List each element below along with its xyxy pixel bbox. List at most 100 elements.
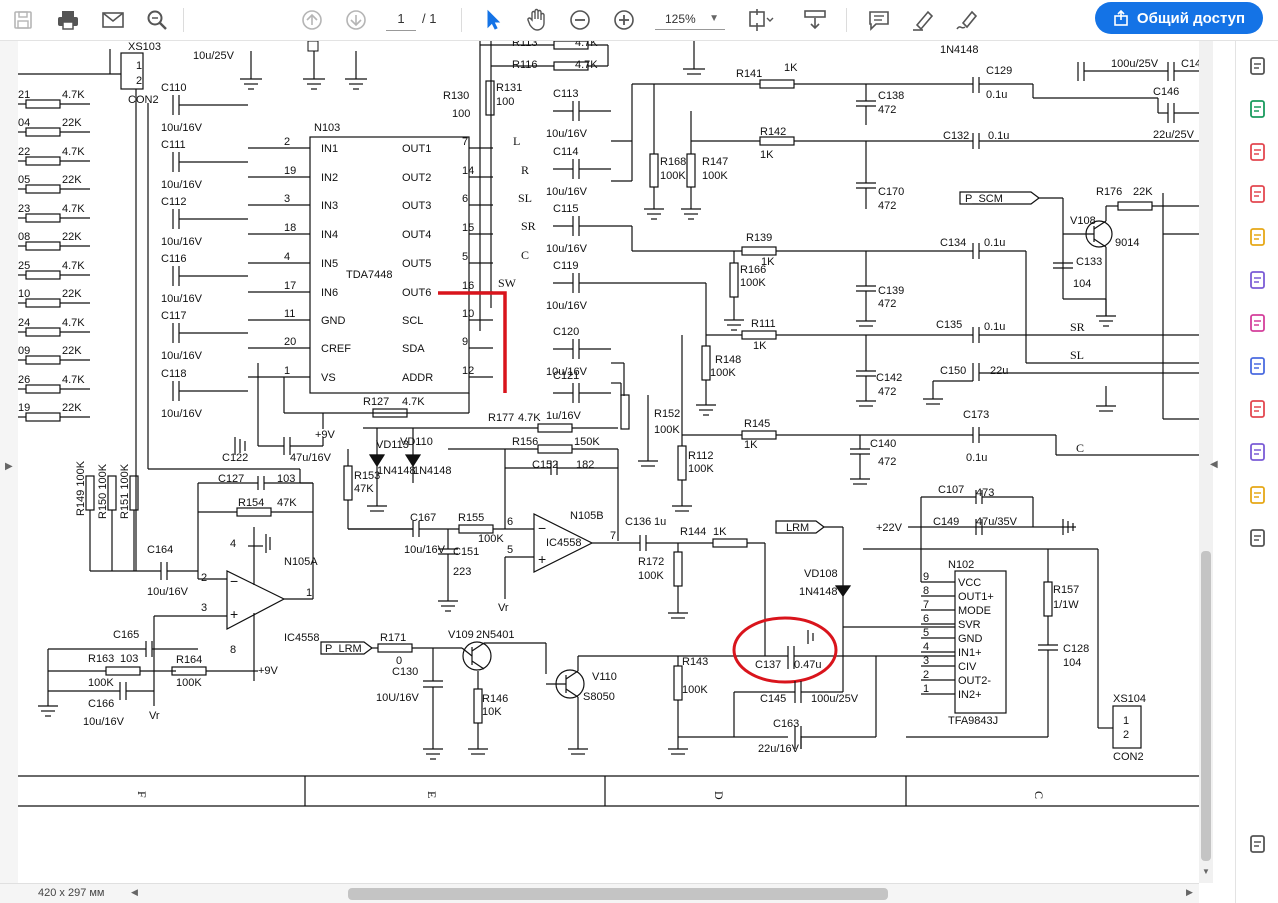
n103-right-pin: OUT3 [402,200,431,212]
save-icon[interactable] [8,5,38,35]
n103-right-pin-num: 9 [462,336,468,348]
fit-page-icon[interactable] [746,5,776,35]
n102-pin-num: 1 [923,683,929,695]
output-cap-ref: C121 [553,370,579,382]
n102-pin: OUT2- [958,675,991,687]
protect-icon[interactable] [1245,353,1271,379]
share-label: Общий доступ [1136,9,1246,27]
svg-text:4.7K: 4.7K [402,396,425,408]
n102-pin: IN1+ [958,647,982,659]
r141 [759,79,795,89]
svg-text:100: 100 [496,96,514,108]
svg-text:47u/35V: 47u/35V [976,516,1018,528]
svg-text:1K: 1K [784,62,798,74]
svg-text:C170: C170 [878,186,904,198]
svg-text:1K: 1K [760,149,774,161]
svg-text:100K: 100K [688,463,714,475]
n103-chip-body [309,136,470,394]
svg-text:10U/16V: 10U/16V [376,692,419,704]
collapse-left-arrow-icon[interactable]: ◀ [1210,459,1218,470]
horizontal-scroll-thumb[interactable] [348,888,888,900]
n102-pin: GND [958,633,983,645]
sign-icon[interactable] [952,5,982,35]
n102-pin: CIV [958,661,977,673]
svg-text:104: 104 [1073,278,1091,290]
page-number-input[interactable]: 1 [386,8,416,31]
n103-right-pin-num: 15 [462,222,474,234]
input-cap-ref: C117 [161,310,186,322]
svg-text:5: 5 [507,544,513,556]
search-icon[interactable] [142,5,172,35]
zoom-select[interactable]: 125%▼ [655,8,725,30]
ladder-pin-num: 04 [18,117,30,129]
mail-icon[interactable] [98,5,128,35]
vertical-scroll-thumb[interactable] [1201,551,1211,861]
out-label-l: L [513,134,520,148]
left-panel-collapsed[interactable]: ▶ [0,41,19,883]
organize-pages-icon[interactable] [1245,181,1271,207]
input-cap-ref: C118 [161,368,186,380]
input-cap-ref: C116 [161,253,186,265]
fill-sign-icon[interactable] [1245,310,1271,336]
svg-text:473: 473 [976,487,994,499]
svg-text:1: 1 [1123,715,1129,727]
ladder-pin-num: 21 [18,89,30,101]
svg-text:472: 472 [878,386,896,398]
svg-text:R148: R148 [715,354,741,366]
n102-pin-num: 8 [923,585,929,597]
select-cursor-icon[interactable] [478,5,508,35]
comment-tool-icon[interactable] [1245,224,1271,250]
zoom-out-icon[interactable] [565,5,595,35]
svg-text:C130: C130 [392,666,418,678]
comment-icon[interactable] [864,5,894,35]
output-cap-value: 10u/16V [546,243,588,255]
share-button[interactable]: Общий доступ [1095,2,1263,34]
svg-text:C151: C151 [453,546,479,558]
n103-right-pin: SCL [402,315,423,327]
zoom-in-icon[interactable] [609,5,639,35]
search-tool-icon[interactable] [1245,53,1271,79]
svg-text:TFA9843J: TFA9843J [948,715,998,727]
scroll-left-arrow-icon[interactable]: ◀ [131,887,138,897]
edit-pen-icon[interactable] [1245,439,1271,465]
n103-left-pin-num: 20 [284,336,296,348]
svg-text:150K: 150K [574,436,600,448]
svg-text:7: 7 [610,530,616,542]
vertical-scrollbar[interactable]: ▼ [1199,41,1213,883]
export-pdf-icon[interactable] [1245,96,1271,122]
page-down-icon[interactable] [341,5,371,35]
more-tools-icon[interactable] [1245,525,1271,551]
svg-text:+: + [230,606,238,622]
create-pdf-icon[interactable] [1245,139,1271,165]
scroll-down-arrow-icon[interactable]: ▼ [1202,867,1210,876]
ladder-resistor-value: 4.7K [62,260,85,272]
svg-text:472: 472 [878,200,896,212]
page-up-icon[interactable] [297,5,327,35]
svg-text:3: 3 [201,602,207,614]
n102-pin-num: 9 [923,571,929,583]
n103-right-pin: ADDR [402,372,433,384]
send-for-comments-icon[interactable] [1245,482,1271,508]
n103-left-pin: IN2 [321,172,338,184]
combine-files-icon[interactable] [1245,267,1271,293]
n103-left-pin-num: 18 [284,222,296,234]
highlight-pen-icon[interactable] [908,5,938,35]
page-size-label: 420 x 297 мм [38,887,105,899]
hand-tool-icon[interactable] [522,5,552,35]
scroll-right-arrow-icon[interactable]: ▶ [1186,887,1193,897]
expand-icon[interactable] [1245,831,1271,857]
expand-left-panel-icon[interactable]: ▶ [5,461,13,472]
input-cap-ref: C112 [161,196,186,208]
svg-text:+9V: +9V [315,429,336,441]
pdf-icon[interactable] [1245,396,1271,422]
svg-text:1N4148: 1N4148 [799,586,838,598]
print-icon[interactable] [53,5,83,35]
n103-left-pin-num: 4 [284,251,290,263]
xs103-label: XS103 [128,41,161,53]
scroll-mode-icon[interactable] [800,5,830,35]
svg-text:4.7K: 4.7K [575,41,598,49]
svg-text:100u/25V: 100u/25V [1111,58,1159,70]
zone-d: D [712,791,726,800]
